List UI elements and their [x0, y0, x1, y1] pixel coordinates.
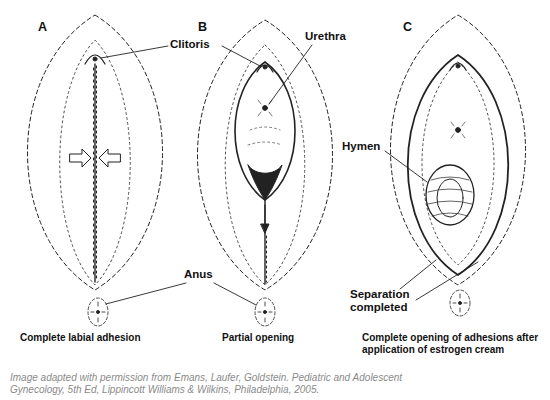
panel-a-figure: [96, 66, 97, 280]
panel-a-figure: [93, 57, 97, 61]
panel-b-figure: [248, 100, 282, 145]
panel-b-figure: [248, 142, 282, 145]
panel-c-figure: [451, 134, 454, 138]
leader-lines: [101, 45, 478, 305]
panel-c-figure: [453, 303, 456, 304]
panel-c-figure: [450, 290, 470, 316]
panel-b-figure: [266, 236, 267, 282]
panel-c-figure: [422, 62, 494, 265]
panel-c-figure: [428, 189, 472, 192]
panel-a-figure: [28, 15, 163, 326]
panel-a-figure: [96, 310, 99, 313]
illustration: [28, 15, 526, 326]
panel-b-figure: [261, 224, 269, 233]
panel-b-figure: [225, 45, 305, 285]
panel-letter: C: [403, 20, 423, 34]
part-label: Separation completed: [350, 288, 416, 314]
panel-a-figure: [85, 55, 105, 64]
part-label: Anus: [184, 268, 224, 281]
leader-lines: [214, 283, 256, 305]
panel-c-figure: [428, 177, 472, 216]
part-label: Hymen: [342, 140, 388, 153]
leader-lines: [416, 262, 478, 300]
panel-c-figure: [428, 201, 472, 204]
panel-a-figure: [60, 40, 131, 285]
panel-a-figure: [94, 64, 95, 282]
panel-b-figure: [255, 298, 275, 326]
panel-b-figure: [263, 106, 268, 111]
panel-c-figure: [391, 15, 526, 316]
panel-a-figure: [28, 15, 163, 290]
panel-b-figure: [248, 165, 282, 200]
part-label: Urethra: [305, 30, 365, 43]
leader-lines: [106, 283, 186, 304]
panel-b-figure: [250, 127, 280, 130]
panel-a-figure: [70, 149, 91, 167]
leader-lines: [222, 46, 260, 66]
panel-a-figure: [88, 298, 108, 326]
panel-a-figure: [102, 312, 105, 313]
panel-c-figure: [456, 128, 461, 133]
panel-a-figure: [98, 318, 99, 322]
panel-c-figure: [431, 177, 469, 180]
panel-b-figure: [265, 318, 266, 322]
panel-b-figure: [264, 200, 265, 284]
panel-b-figure: [258, 100, 261, 104]
panel-a-figure: [88, 298, 108, 326]
panel-c-figure: [450, 63, 466, 70]
panel-a-figure: [99, 149, 120, 167]
panel-c-figure: [432, 213, 468, 216]
panel-c-figure: [437, 179, 463, 217]
panel-a-figure: [91, 312, 94, 313]
panel-b-figure: [258, 312, 261, 313]
leader-lines: [400, 260, 436, 289]
panel-c-figure: [460, 294, 461, 298]
panel-c-figure: [451, 122, 465, 138]
panel-c-figure: [451, 122, 454, 126]
panel-b-figure: [263, 65, 267, 69]
panel-b-figure: [264, 205, 265, 226]
leader-lines: [385, 151, 427, 182]
panel-a-figure: [93, 68, 94, 278]
part-label: Clitoris: [170, 38, 230, 51]
source-caption: Image adapted with permission from Emans…: [10, 372, 450, 396]
panel-b-figure: [269, 112, 272, 116]
panel-c-figure: [460, 308, 461, 312]
panel-b-figure: [198, 20, 333, 326]
panel-b-figure: [269, 312, 272, 313]
panel-c-figure: [462, 134, 465, 138]
panel-b-figure: [255, 298, 275, 326]
panel-b-figure: [265, 302, 266, 306]
panel-c-figure: [426, 165, 474, 225]
panel-caption: Partial opening: [222, 332, 332, 344]
panel-c-figure: [456, 64, 460, 68]
panel-b-figure: [198, 20, 333, 290]
panel-b-figure: [258, 112, 261, 116]
panel-caption: Complete opening of adhesions after appl…: [362, 332, 545, 355]
panel-b-figure: [235, 62, 295, 200]
panel-b-figure: [263, 310, 266, 313]
panel-letter: A: [38, 20, 58, 34]
panel-letter: B: [198, 20, 218, 34]
panel-c-figure: [408, 55, 509, 275]
panel-c-figure: [391, 15, 526, 285]
leader-lines: [101, 46, 168, 58]
panel-c-figure: [450, 290, 470, 316]
panel-c-figure: [464, 303, 467, 304]
panel-c-figure: [462, 122, 465, 126]
panel-c-figure: [458, 301, 461, 304]
panel-a-figure: [98, 302, 99, 306]
panel-caption: Complete labial adhesion: [20, 332, 180, 344]
leader-lines: [269, 45, 312, 104]
